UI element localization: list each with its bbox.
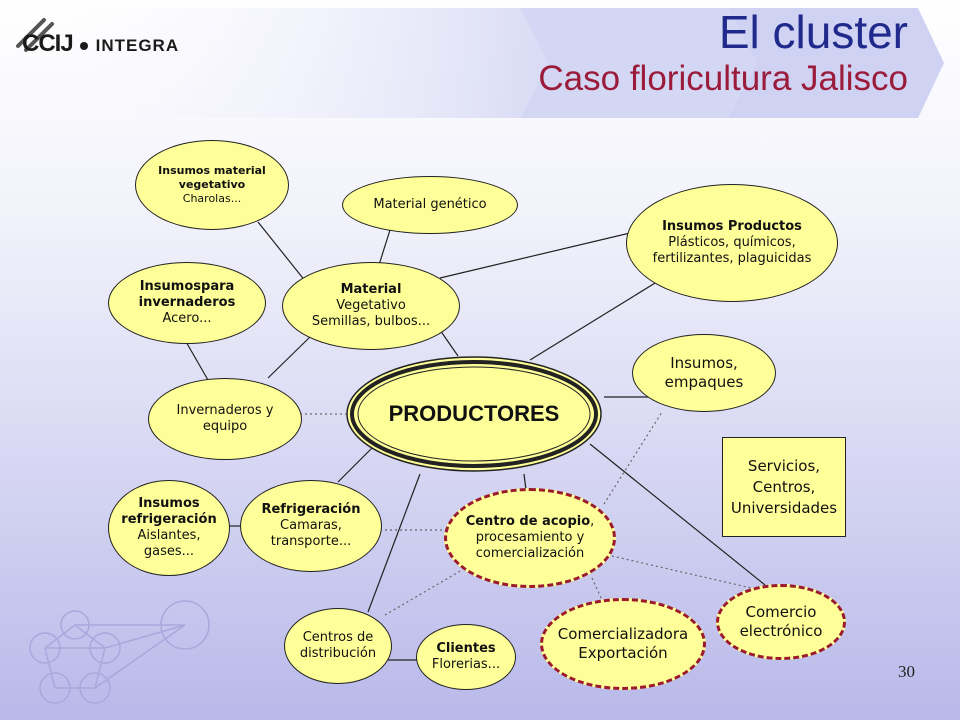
node-text: Acero... <box>162 311 212 327</box>
node-title: Refrigeración <box>261 501 361 517</box>
node-text: Plásticos, químicos, <box>668 234 796 250</box>
node-text: Invernaderos y <box>176 402 274 418</box>
node-centros-distribucion: Centros de distribución <box>284 608 392 684</box>
box-text: Universidades <box>730 498 838 517</box>
node-comercio-electronico: Comercio electrónico <box>716 584 846 660</box>
node-text: Insumos, <box>670 354 738 373</box>
node-text: Camaras, <box>280 517 342 533</box>
header-chevrons <box>0 8 944 118</box>
box-servicios-centros-universidades: Servicios, Centros, Universidades <box>722 437 846 537</box>
node-refrigeracion: Refrigeración Camaras, transporte... <box>240 480 382 572</box>
node-text: Florerias... <box>431 657 501 672</box>
node-text: procesamiento y <box>475 529 585 545</box>
node-title: Insumos material <box>158 164 266 178</box>
node-text: empaques <box>664 373 744 391</box>
node-text: Aislantes, <box>137 528 201 543</box>
node-insumos-invernaderos: Insumospara invernaderos Acero... <box>108 262 266 344</box>
box-text: Centros, <box>752 477 816 496</box>
node-text: Semillas, bulbos... <box>311 314 431 330</box>
node-text: Comercializadora <box>557 625 689 644</box>
node-text: transporte... <box>270 534 352 550</box>
chevron-shape <box>728 8 944 118</box>
node-text: fertilizantes, plaguicidas <box>652 251 812 267</box>
decorative-network-graphic <box>29 600 210 704</box>
node-title: Centro de acopio <box>465 513 591 529</box>
node-title-suffix: , <box>590 513 595 529</box>
node-material-vegetativo: Material Vegetativo Semillas, bulbos... <box>282 262 460 350</box>
header-band <box>0 0 960 118</box>
node-invernaderos-equipo: Invernaderos y equipo <box>148 378 302 460</box>
box-text: Servicios, <box>747 456 821 475</box>
logo-ccij: CCIJ <box>22 30 74 57</box>
node-title: refrigeración <box>121 511 217 527</box>
node-centro-acopio: Centro de acopio, procesamiento y comerc… <box>444 488 616 588</box>
ccij-integra-logo <box>14 16 204 66</box>
node-insumos-material-vegetativo: Insumos material vegetativo Charolas... <box>135 140 289 230</box>
logo-integra: INTEGRA <box>95 36 180 55</box>
node-text: Vegetativo <box>336 297 406 313</box>
node-material-genetico: Material genético <box>342 176 518 234</box>
node-text: Exportación <box>578 644 668 662</box>
slide-title-block: El cluster Caso floricultura Jalisco <box>538 6 908 100</box>
chevron-shape <box>520 8 756 118</box>
node-text: Material genético <box>373 196 487 212</box>
node-text: comercialización <box>475 546 585 562</box>
node-title: Insumos Productos <box>662 218 802 234</box>
node-text: Centros de <box>302 629 374 645</box>
slide-title: El cluster <box>718 6 908 58</box>
productores-ellipse <box>346 356 602 472</box>
chevron-shape <box>0 8 548 118</box>
node-text: gases... <box>143 544 195 560</box>
node-title: vegetativo <box>178 178 246 192</box>
page-number: 30 <box>898 662 915 681</box>
node-text: electrónico <box>739 622 823 640</box>
node-insumos-empaques: Insumos, empaques <box>632 334 776 412</box>
node-clientes: Clientes Florerias... <box>416 624 516 690</box>
node-text: Charolas... <box>182 191 242 205</box>
node-insumos-refrigeracion: Insumos refrigeración Aislantes, gases..… <box>108 480 230 576</box>
node-title: Insumos <box>138 495 200 511</box>
node-title: Insumospara <box>139 278 235 294</box>
productores-label: PRODUCTORES <box>388 401 560 426</box>
logo-dot-icon <box>80 41 89 50</box>
logo-swoosh-icon <box>16 18 54 52</box>
node-text: Comercio <box>745 603 817 622</box>
node-title: Clientes <box>436 640 496 656</box>
node-text: equipo <box>202 419 248 434</box>
node-title: Material <box>340 281 402 297</box>
node-text: distribución <box>299 646 377 661</box>
slide-subtitle: Caso floricultura Jalisco <box>538 59 908 98</box>
node-insumos-productos: Insumos Productos Plásticos, químicos, f… <box>626 184 838 302</box>
node-comercializadora-exportacion: Comercializadora Exportación <box>540 598 706 690</box>
node-title: invernaderos <box>138 294 236 310</box>
logo-wordmark: CCIJ INTEGRA <box>22 30 179 58</box>
